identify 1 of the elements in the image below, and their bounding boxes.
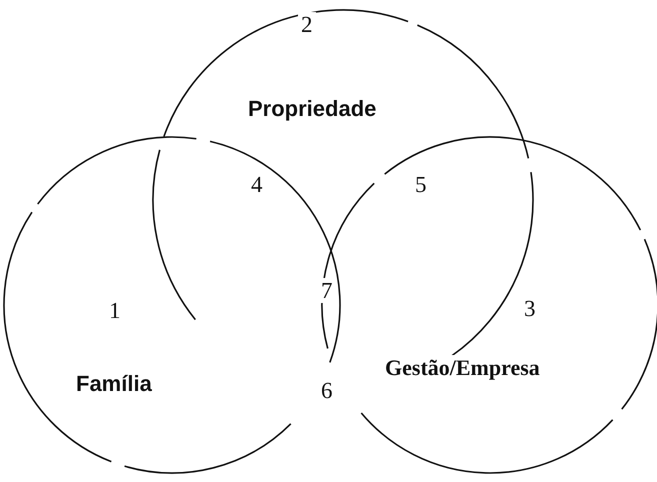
set-label: Gestão/Empresa bbox=[383, 355, 542, 381]
